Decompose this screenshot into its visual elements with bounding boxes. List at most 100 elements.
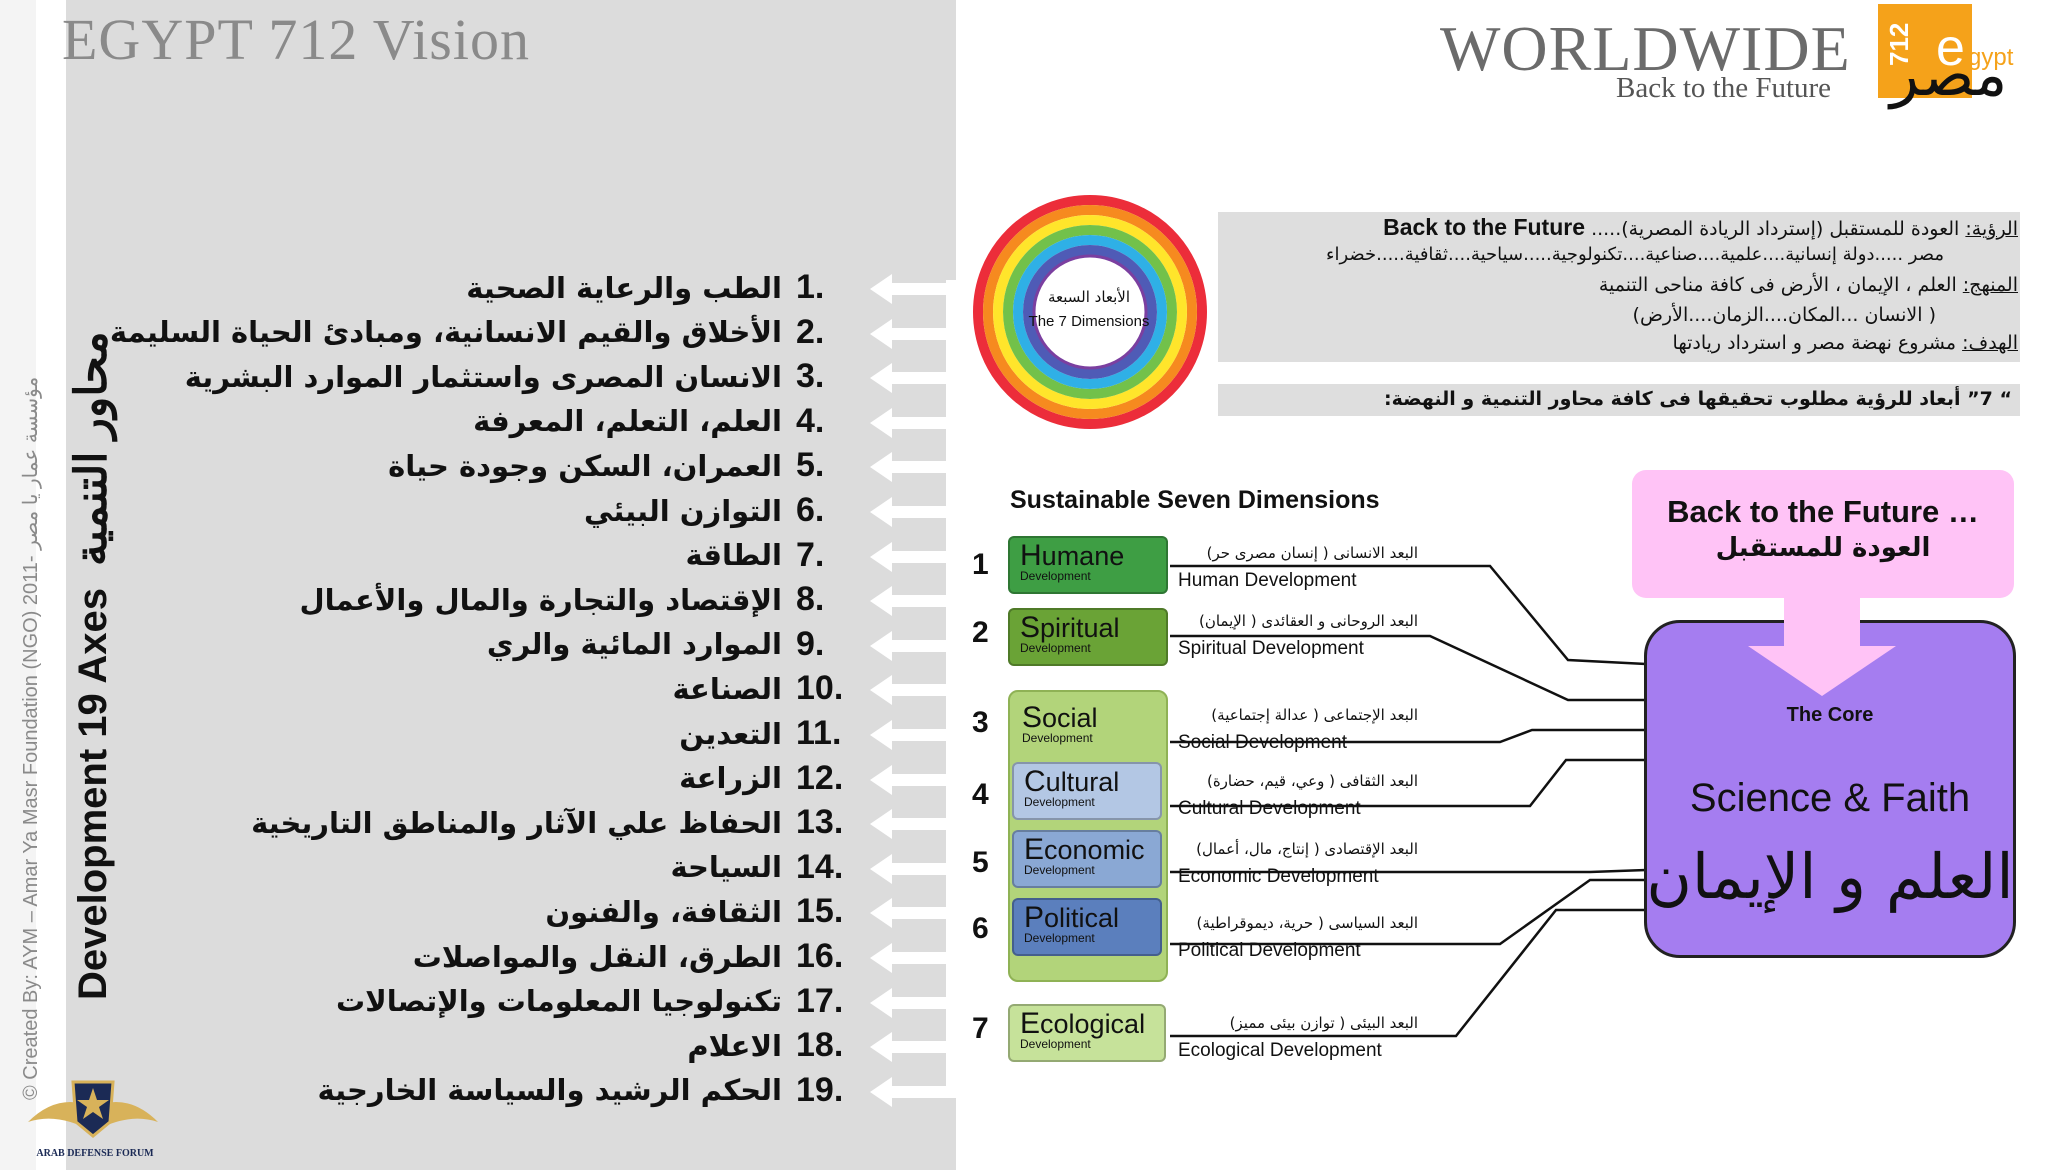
logo-gypt: gypt (1968, 44, 2014, 71)
method-text: العلم ، الإيمان ، الأرض فى كافة مناحى ال… (1598, 274, 1957, 296)
dimension-name-rest: cological (1040, 1009, 1146, 1039)
axis-number: 7. (796, 535, 825, 574)
dimension-subtitle: Development (1024, 931, 1095, 945)
dimension-name-rest: conomic (1044, 835, 1145, 865)
vision-box (1218, 212, 2020, 362)
back-to-future-box (1632, 470, 2014, 598)
dimension-number: 6 (972, 912, 989, 945)
core-title-ar: العلم و الإيمان (1646, 840, 2014, 913)
dimension-initial: S (1022, 701, 1043, 734)
axis-label: الحكم الرشيد والسياسة الخارجية (317, 1073, 782, 1108)
page-title: EGYPT 712 Vision (62, 7, 530, 72)
axes-panel (66, 0, 956, 1170)
axis-number: 3. (796, 357, 825, 396)
dimension-name-rest: olitical (1044, 903, 1120, 933)
dimensions-title: Sustainable Seven Dimensions (1010, 486, 1380, 514)
dimension-name: Humane (1020, 541, 1156, 571)
forum-logo (28, 1080, 158, 1138)
axis-label: الاعلام (687, 1028, 782, 1063)
vision-ar: العودة للمستقبل (إسترداد الريادة المصرية… (1591, 218, 1960, 240)
dimension-initial: P (1024, 901, 1045, 934)
dimension-initial: S (1020, 611, 1041, 644)
axis-number: 18. (796, 1026, 844, 1065)
axis-number: 11. (796, 714, 842, 752)
dimension-label-ar: البعد الإقتصادى ( إنتاج، مال، أعمال) (1196, 840, 1418, 858)
axis-label: الإقتصاد والتجارة والمال والأعمال (299, 582, 782, 617)
axis-row: الأخلاق والقيم الانسانية، ومبادئ الحياة … (110, 313, 850, 352)
dimension-name-rest: ultural (1045, 767, 1120, 797)
dimension-subtitle: Development (1024, 795, 1095, 809)
dimension-initial: E (1024, 833, 1045, 866)
arrow-left-icon (870, 675, 958, 706)
dimension-label-en: Political Development (1178, 940, 1361, 961)
rainbow-ring-icon (973, 195, 1207, 429)
axis-number: 13. (796, 803, 844, 842)
axis-number: 15. (796, 892, 844, 931)
method-line-2: ( الانسان ...المكان....الزمان....الأرض) (1632, 304, 1936, 326)
axis-label: التعدين (679, 716, 782, 751)
arrow-left-icon (870, 987, 958, 1018)
axis-label: الطاقة (685, 538, 782, 573)
axis-label: التوازن البيئي (583, 493, 782, 528)
dimension-subtitle: Development (1020, 1037, 1091, 1051)
axis-label: الموارد المائية والري (486, 627, 782, 662)
arrow-left-icon (870, 407, 958, 438)
dimension-name: Political (1024, 901, 1150, 934)
dimension-number: 3 (972, 706, 989, 739)
dimension-label-ar: البعد الإجتماعى ( عدالة إجتماعية) (1211, 706, 1418, 724)
credit-strip (0, 0, 36, 1170)
arrow-left-icon (870, 943, 958, 973)
connector-6 (1170, 878, 1646, 946)
axis-number: 10. (796, 669, 844, 708)
arrow-left-icon (870, 318, 958, 349)
arrow-left-icon (870, 1076, 958, 1107)
goal-line: الهدف: مشروع نهضة مصر و استرداد ريادتها (1673, 332, 2018, 354)
axis-number: 14. (796, 847, 844, 886)
arrow-left-icon (870, 452, 958, 483)
logo-orange-box (1878, 4, 1972, 98)
core-title-en: Science & Faith (1689, 776, 1971, 820)
dimension-name-rest: ocial (1042, 703, 1098, 733)
axis-label: الأخلاق والقيم الانسانية، ومبادئ الحياة … (109, 315, 782, 350)
axes-vertical-title: Development 19 Axes محاور التنمية (66, 331, 117, 1000)
dimension-initial: C (1024, 765, 1046, 798)
dimension-name-rest: piritual (1040, 613, 1120, 643)
dimension-label-en: Cultural Development (1178, 798, 1361, 819)
dimension-name: Social (1022, 701, 1152, 734)
dimension-label-ar: البعد البيئى ( توازن بيئى مميز) (1229, 1014, 1418, 1032)
dimension-number: 7 (972, 1012, 989, 1045)
method-key: المنهج: (1962, 274, 2018, 296)
axis-label: العلم، التعلم، المعرفة (473, 404, 782, 439)
arrow-left-icon (870, 630, 958, 661)
axis-number: 2. (796, 312, 825, 351)
logo-arabic: مصر (1890, 40, 2008, 110)
axis-number: 8. (796, 580, 825, 619)
dimension-label-en: Human Development (1178, 570, 1357, 591)
axes-title-ar: محاور التنمية (67, 331, 116, 566)
axis-row: التعدين 11. (679, 714, 850, 753)
axis-number: 16. (796, 937, 844, 975)
arrow-left-icon (870, 1032, 958, 1063)
back-to-future-en: Back to the Future … (1667, 494, 1979, 529)
axis-number: 17. (796, 981, 844, 1020)
arrow-left-icon (870, 853, 958, 884)
axis-number: 6. (796, 491, 825, 529)
dimension-subtitle: Development (1020, 641, 1091, 655)
axes-title-en: Development 19 Axes (71, 587, 115, 1000)
axis-row: التوازن البيئي 6. (584, 491, 850, 530)
arrow-left-icon (870, 497, 958, 527)
forum-name: ARAB DEFENSE FORUM (36, 1148, 154, 1159)
dimension-name: Spiritual (1020, 611, 1156, 644)
back-to-future-ar: العودة للمستقبل (1715, 533, 1931, 563)
